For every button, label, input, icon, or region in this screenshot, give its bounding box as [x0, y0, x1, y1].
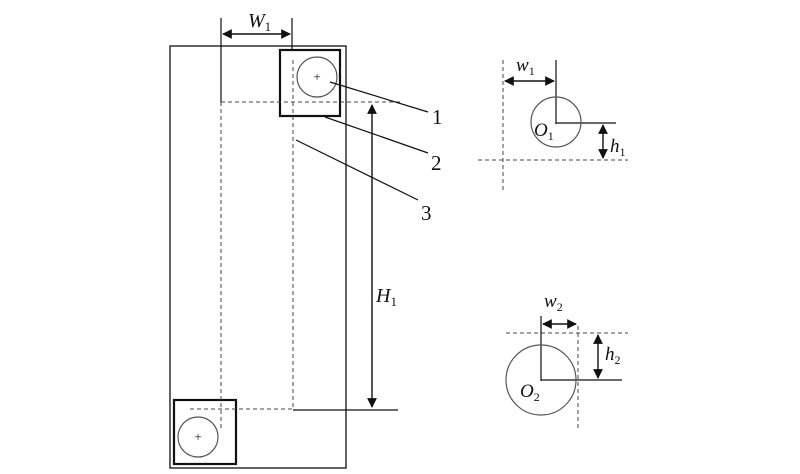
h1-label: H1 [375, 285, 397, 309]
callout-1-leader [329, 81, 429, 113]
detail1-w-label: w1 [516, 55, 535, 78]
detail-2-panel: w2 h2 O2 [505, 291, 628, 430]
top-sensor-circle [296, 56, 338, 98]
callout-3-leader [295, 139, 419, 201]
detail1-o-label: O1 [534, 120, 554, 143]
detail2-circle [505, 344, 577, 416]
bottom-sensor-box [172, 398, 238, 466]
callout-1-label: 1 [432, 105, 443, 129]
w1-label: W1 [248, 10, 271, 34]
detail-1-panel: w1 h1 O1 [478, 55, 628, 190]
callout-2-label: 2 [431, 151, 442, 175]
detail2-w-label: w2 [544, 291, 563, 314]
top-sensor-box [278, 48, 342, 118]
detail2-h-label: h2 [605, 344, 621, 367]
callout-3-label: 3 [421, 201, 432, 225]
bottom-center-mark: + [194, 429, 201, 444]
detail1-h-label: h1 [610, 136, 626, 159]
callout-2-leader [324, 116, 429, 154]
bottom-sensor-circle [177, 416, 219, 458]
top-center-mark: + [313, 69, 320, 84]
outer-frame [169, 45, 347, 469]
main-panel: + + W1 H1 1 2 3 [169, 10, 443, 469]
detail1-circle [530, 96, 582, 148]
detail2-o-label: O2 [520, 381, 540, 404]
